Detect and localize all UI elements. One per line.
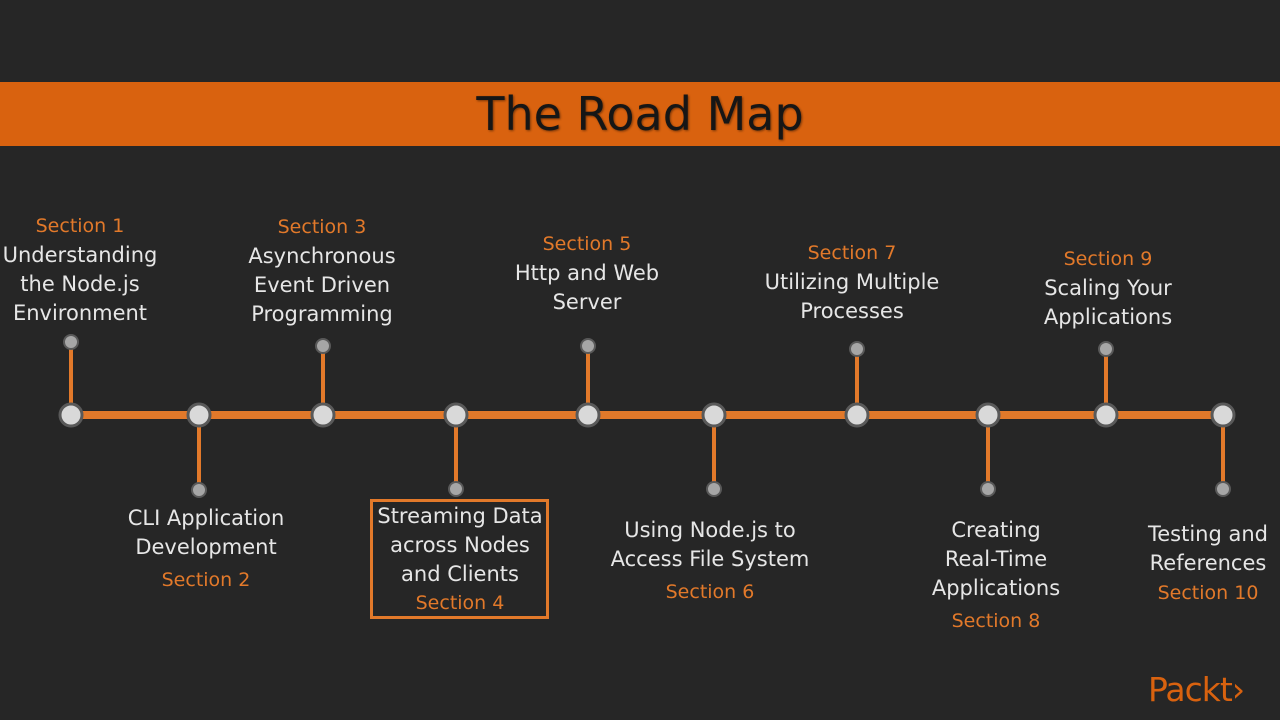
section-9-label: Section 9	[1063, 248, 1153, 270]
section-3-node	[310, 402, 336, 428]
section-5-node	[575, 402, 601, 428]
section-2-title-line-1: CLI Application	[127, 506, 285, 530]
section-9-title-line-2: Applications	[1043, 305, 1173, 329]
section-4-title-line-2: across Nodes	[390, 533, 530, 557]
section-3-block: Section 3 Asynchronous Event Driven Prog…	[222, 213, 422, 329]
section-4-block: Streaming Data across Nodes and Clients …	[360, 502, 560, 618]
section-7-title-line-2: Processes	[800, 299, 904, 323]
section-1-label: Section 1	[35, 215, 125, 237]
section-5-block: Section 5 Http and Web Server	[487, 230, 687, 317]
page-title: The Road Map	[476, 87, 804, 141]
section-6-block: Using Node.js to Access File System Sect…	[590, 516, 830, 610]
title-banner: The Road Map	[0, 82, 1280, 146]
section-9-block: Section 9 Scaling Your Applications	[1008, 245, 1208, 332]
section-10-title-line-1: Testing and	[1147, 522, 1268, 546]
section-8-stem-tip	[980, 481, 996, 497]
section-10-label: Section 10	[1157, 582, 1259, 604]
section-7-node	[844, 402, 870, 428]
section-8-block: Creating Real-Time Applications Section …	[896, 516, 1096, 639]
section-4-title-line-3: and Clients	[401, 562, 519, 586]
section-1-title-line-1: Understanding	[2, 243, 158, 267]
section-10-block: Testing and References Section 10	[1108, 520, 1280, 608]
section-3-label: Section 3	[277, 216, 367, 238]
section-7-label: Section 7	[807, 242, 897, 264]
section-5-label: Section 5	[542, 233, 632, 255]
section-1-stem-tip	[63, 334, 79, 350]
section-10-stem-tip	[1215, 481, 1231, 497]
section-7-block: Section 7 Utilizing Multiple Processes	[742, 239, 962, 326]
section-5-stem-tip	[580, 338, 596, 354]
section-6-stem-tip	[706, 481, 722, 497]
section-1-title-line-2: the Node.js	[20, 272, 140, 296]
section-6-node	[701, 402, 727, 428]
section-7-stem-tip	[849, 341, 865, 357]
section-3-stem-tip	[315, 338, 331, 354]
section-8-label: Section 8	[951, 610, 1041, 632]
section-10-node	[1210, 402, 1236, 428]
section-4-node	[443, 402, 469, 428]
section-8-title-line-3: Applications	[931, 576, 1061, 600]
section-4-stem-tip	[448, 481, 464, 497]
section-9-stem-tip	[1098, 341, 1114, 357]
section-3-title-line-2: Event Driven	[253, 273, 391, 297]
section-4-highlight-box	[370, 499, 549, 619]
section-2-block: CLI Application Development Section 2	[106, 504, 306, 598]
section-5-title-line-1: Http and Web	[514, 261, 660, 285]
section-1-block: Section 1 Understanding the Node.js Envi…	[0, 212, 180, 328]
section-8-title-line-1: Creating	[951, 518, 1041, 542]
section-3-title-line-3: Programming	[251, 302, 393, 326]
section-4-label: Section 4	[415, 592, 505, 614]
section-9-title-line-1: Scaling Your	[1044, 276, 1172, 300]
section-2-title-line-2: Development	[135, 535, 277, 559]
section-2-stem-tip	[191, 482, 207, 498]
section-1-title-line-3: Environment	[12, 301, 148, 325]
section-6-title-line-1: Using Node.js to	[624, 518, 796, 542]
section-4-title-line-1: Streaming Data	[377, 504, 543, 528]
section-6-title-line-2: Access File System	[610, 547, 810, 571]
section-2-node	[186, 402, 212, 428]
section-7-title-line-1: Utilizing Multiple	[764, 270, 940, 294]
section-6-label: Section 6	[665, 581, 755, 603]
packt-logo: Packt›	[1148, 670, 1245, 709]
section-9-node	[1093, 402, 1119, 428]
section-1-node	[58, 402, 84, 428]
section-10-title-line-2: References	[1149, 551, 1267, 575]
section-2-label: Section 2	[161, 569, 251, 591]
section-3-title-line-1: Asynchronous	[248, 244, 396, 268]
section-8-node	[975, 402, 1001, 428]
section-8-title-line-2: Real-Time	[944, 547, 1048, 571]
section-5-title-line-2: Server	[552, 290, 622, 314]
